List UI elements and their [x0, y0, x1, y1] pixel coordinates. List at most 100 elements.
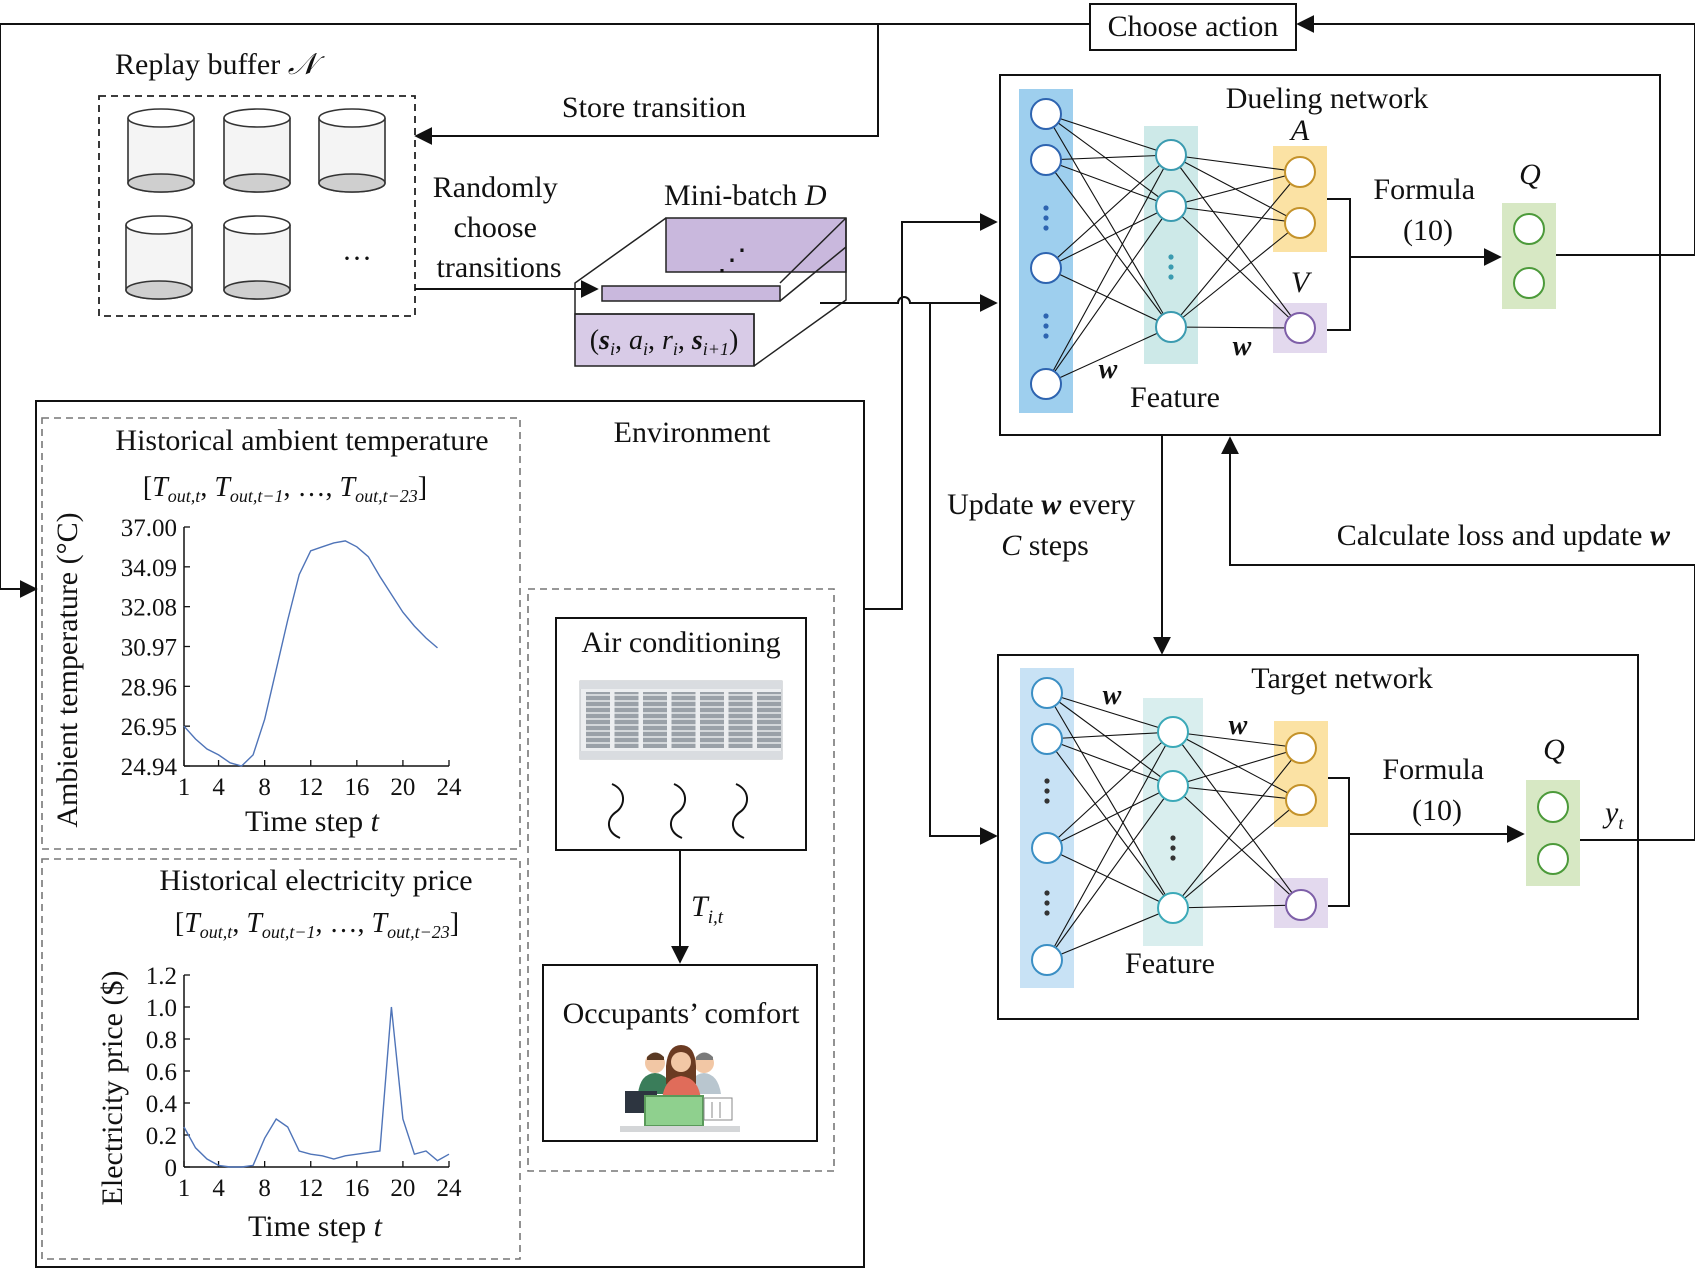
target-y-label: yt — [1602, 796, 1624, 833]
dueling-feature-ellipsis — [1168, 254, 1174, 280]
occupants-comfort-label: Occupants’ comfort — [563, 997, 801, 1030]
target-weight-label-2: w — [1229, 710, 1248, 741]
minibatch-dots: ⋰ — [717, 244, 747, 277]
dueling-input-ellipsis — [1043, 313, 1049, 339]
x-tick-label: 16 — [344, 1175, 369, 1202]
target-advantage-node — [1285, 784, 1317, 816]
temperature-chart-title: Historical ambient temperature — [115, 424, 488, 457]
y-tick-label: 1.0 — [146, 995, 177, 1022]
target-input-layer — [1020, 668, 1074, 988]
y-tick-label: 0.2 — [146, 1123, 177, 1150]
environment-box — [35, 400, 865, 1268]
y-tick-label: 0.6 — [146, 1059, 177, 1086]
dueling-advantage-label: A — [1289, 114, 1310, 147]
y-tick-label: 32.08 — [121, 595, 177, 622]
x-tick-label: 20 — [390, 1175, 415, 1202]
choose-action-to-environment-arrow — [0, 23, 1090, 598]
target-feature-ellipsis — [1170, 835, 1176, 861]
temperature-chart-xlabel: Time step t — [245, 805, 380, 838]
target-network-title: Target network — [1251, 662, 1432, 695]
minibatch-tuple: (si, ai, ri, si+1) — [590, 325, 739, 359]
database-icon — [125, 215, 193, 300]
randomly-choose-label: Randomly choose transitions — [433, 171, 566, 284]
dueling-input-node — [1030, 98, 1062, 130]
store-transition-label: Store transition — [562, 91, 746, 124]
x-tick-label: 24 — [437, 1175, 463, 1202]
y-tick-label: 24.94 — [121, 754, 178, 781]
environment-to-dueling-arrow — [864, 213, 998, 610]
target-network-nodes — [1031, 677, 1569, 976]
dueling-network-nodes — [1030, 98, 1545, 400]
series-line — [183, 540, 438, 767]
price-chart-xlabel: Time step t — [248, 1210, 383, 1243]
dueling-input-node — [1030, 144, 1062, 176]
air-conditioning-label: Air conditioning — [581, 626, 780, 659]
dueling-q-node — [1513, 267, 1545, 299]
y-tick-label: 0.8 — [146, 1027, 177, 1054]
dueling-advantage-node — [1284, 156, 1316, 188]
replay-buffer-box — [98, 95, 416, 317]
dueling-combine-bracket — [1327, 198, 1351, 331]
x-tick-label: 16 — [344, 774, 369, 801]
target-weight-label-1: w — [1103, 680, 1122, 711]
price-chart-ylabel: Electricity price ($) — [96, 971, 129, 1206]
dueling-value-label: V — [1291, 266, 1313, 299]
target-feature-node — [1157, 716, 1189, 748]
dueling-q-label: Q — [1519, 158, 1541, 191]
target-input-ellipsis — [1044, 890, 1050, 916]
occupants-icon — [620, 1045, 740, 1132]
target-network-box — [997, 654, 1639, 1020]
x-tick-label: 1 — [178, 1175, 191, 1202]
replay-buffer-cylinders — [125, 108, 386, 300]
x-tick-label: 8 — [258, 1175, 271, 1202]
y-tick-label: 37.00 — [121, 515, 177, 542]
price-chart-title: Historical electricity price — [159, 864, 472, 897]
update-target-label: Update w every C steps — [947, 488, 1143, 562]
database-icon — [223, 215, 291, 300]
target-network-connections — [1046, 692, 1302, 961]
minibatch-label: Mini-batch D — [664, 179, 827, 212]
target-combine-bracket — [1328, 777, 1350, 907]
x-tick-label: 20 — [390, 774, 415, 801]
dueling-feature-node — [1155, 311, 1187, 343]
dueling-advantage-node — [1284, 207, 1316, 239]
dueling-input-node — [1030, 252, 1062, 284]
minibatch-to-dueling-arrow — [820, 294, 998, 312]
store-transition-arrow — [414, 24, 879, 145]
database-icon — [223, 108, 291, 193]
dueling-network-title: Dueling network — [1226, 82, 1428, 115]
choose-action-label: Choose action — [1108, 10, 1279, 43]
q-to-choose-action-arrow — [1296, 15, 1695, 256]
target-q-label: Q — [1543, 733, 1565, 766]
x-tick-label: 12 — [298, 774, 323, 801]
price-chart-subtitle: [Tout,t, Tout,t−1, …, Tout,t−23] — [175, 908, 459, 942]
target-feature-label: Feature — [1125, 947, 1215, 980]
target-input-ellipsis — [1044, 778, 1050, 804]
dueling-feature-label: Feature — [1130, 381, 1220, 414]
database-icon — [127, 108, 195, 193]
dueling-network-connections — [1045, 113, 1301, 385]
y-tick-label: 28.96 — [121, 674, 177, 701]
x-tick-label: 12 — [298, 1175, 323, 1202]
loss-feedback-arrow — [1221, 436, 1695, 841]
dueling-value-node — [1284, 312, 1316, 344]
dueling-input-ellipsis — [1043, 205, 1049, 231]
target-input-node — [1031, 677, 1063, 709]
environment-title: Environment — [614, 416, 771, 449]
target-input-node — [1031, 723, 1063, 755]
y-tick-label: 0.4 — [146, 1091, 178, 1118]
air-conditioner-icon — [579, 680, 783, 839]
target-input-node — [1031, 944, 1063, 976]
dueling-weight-label-2: w — [1233, 331, 1252, 362]
replay-buffer-label: Replay buffer 𝒩 — [115, 48, 326, 81]
dueling-feature-node — [1155, 139, 1187, 171]
target-formula-label: Formula (10) — [1382, 753, 1491, 827]
loss-label: Calculate loss and update w — [1337, 519, 1671, 552]
dueling-q-node — [1513, 213, 1545, 245]
y-tick-label: 1.2 — [146, 963, 177, 990]
target-advantage-node — [1285, 732, 1317, 764]
price-panel — [41, 858, 521, 1260]
